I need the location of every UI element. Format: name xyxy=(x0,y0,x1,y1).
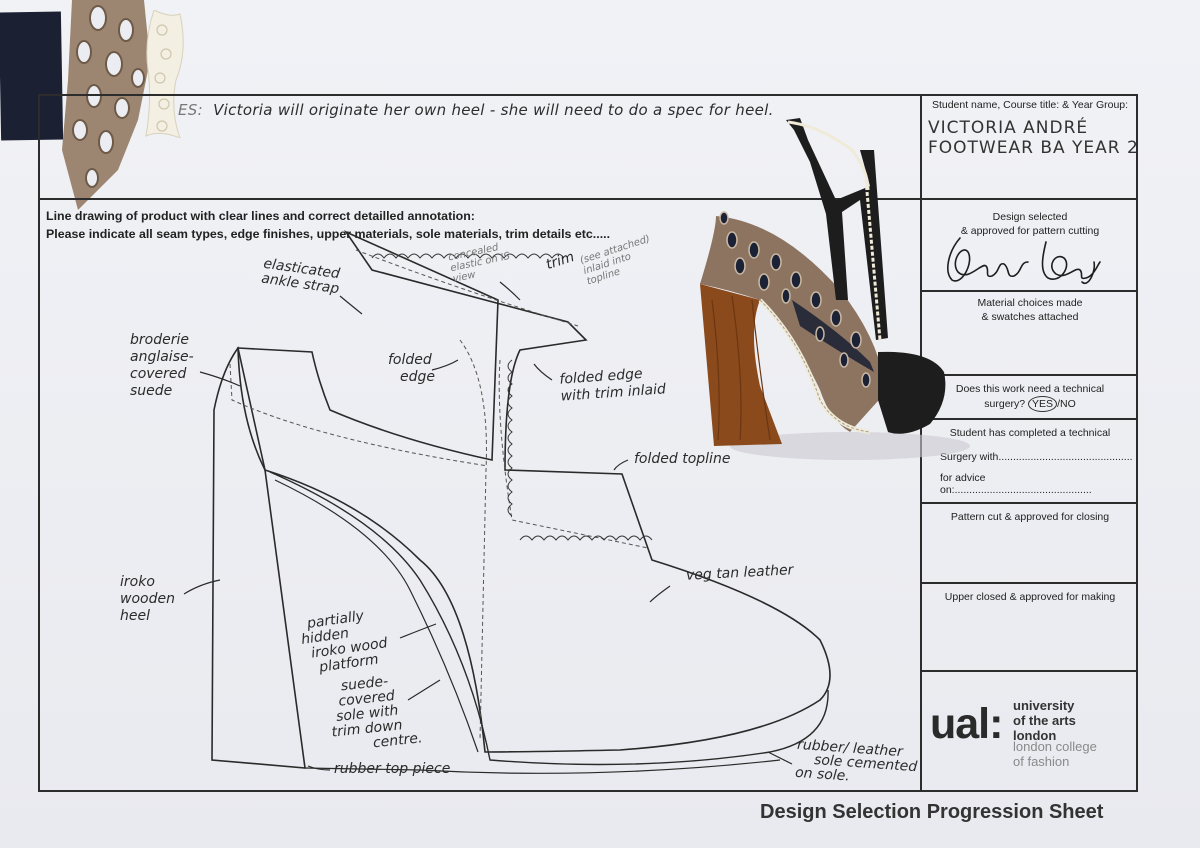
upper-closed-cell: Upper closed & approved for making xyxy=(922,584,1138,672)
completed-label: Student has completed a technical xyxy=(949,427,1111,439)
annotation-suede-sole: suede- covered sole with trim down centr… xyxy=(330,673,424,752)
material-label-1: Material choices made xyxy=(977,297,1083,309)
advice-on-field: for advice on:..........................… xyxy=(940,472,1092,496)
approval-column: Student name, Course title: & Year Group… xyxy=(920,94,1138,792)
sheet-frame xyxy=(38,94,1138,792)
note-prefix: ES xyxy=(178,101,198,119)
yes-answer-circled: YES xyxy=(1028,396,1058,412)
instruction-line-1: Line drawing of product with clear lines… xyxy=(46,209,475,223)
student-name: VICTORIA ANDRÉ FOOTWEAR BA YEAR 2 xyxy=(928,118,1139,158)
heel-outline xyxy=(211,346,306,769)
student-name-line-1: VICTORIA ANDRÉ xyxy=(928,118,1089,138)
ual-logo: ual: xyxy=(930,700,1003,748)
pattern-cut-label: Pattern cut & approved for closing xyxy=(950,511,1110,523)
note-body: Victoria will originate her own heel - s… xyxy=(213,101,774,119)
annotation-folded-topline: folded topline xyxy=(634,451,731,467)
design-selected-label-2: & approved for pattern cutting xyxy=(960,225,1100,237)
approval-signature xyxy=(947,237,1101,285)
technician-note-row xyxy=(38,94,920,200)
technical-question-1: Does this work need a technical xyxy=(955,383,1105,395)
annotation-rubber-sole: rubber/ leather sole cemented on sole. xyxy=(794,736,918,785)
annotation-platform: partially hidden iroko wood platform xyxy=(300,608,389,676)
design-selected-cell: Design selected & approved for pattern c… xyxy=(922,200,1138,292)
broderie-lace-swatch xyxy=(62,0,150,210)
upper-closed-label: Upper closed & approved for making xyxy=(944,591,1116,603)
annotation-iroko-heel: iroko wooden heel xyxy=(120,574,175,624)
technician-note: ES: Victoria will originate her own heel… xyxy=(178,101,774,119)
university-name: university of the arts london xyxy=(1013,698,1076,743)
sheet-title: Design Selection Progression Sheet xyxy=(760,801,1104,823)
student-label: Student name, Course title: & Year Group… xyxy=(931,99,1129,111)
technical-question-2: surgery? xyxy=(984,398,1026,410)
design-selected-label-1: Design selected xyxy=(992,211,1068,223)
upper-outline xyxy=(237,230,831,753)
rendered-shoe-illustration xyxy=(700,118,970,460)
technical-completed-cell: Student has completed a technical Surger… xyxy=(922,420,1138,504)
annotation-rubber-top: rubber top piece xyxy=(334,761,451,777)
surgery-with-field: Surgery with............................… xyxy=(940,451,1133,463)
college-name: london college of fashion xyxy=(1013,739,1097,769)
no-answer: /NO xyxy=(1057,398,1076,410)
pattern-cut-cell: Pattern cut & approved for closing xyxy=(922,504,1138,584)
technical-surgery-cell: Does this work need a technical surgery?… xyxy=(922,376,1138,420)
material-choices-cell: Material choices made & swatches attache… xyxy=(922,292,1138,376)
drawing-instructions: Line drawing of product with clear lines… xyxy=(46,207,610,243)
material-label-2: & swatches attached xyxy=(981,311,1079,323)
crochet-trim-swatch xyxy=(145,10,184,138)
student-info-cell: Student name, Course title: & Year Group… xyxy=(922,94,1138,200)
annotation-folded-edge: folded edge xyxy=(388,352,435,385)
instruction-line-2: Please indicate all seam types, edge fin… xyxy=(46,227,611,241)
student-name-line-2: FOOTWEAR BA YEAR 2 xyxy=(928,138,1139,158)
annotation-broderie: broderie anglaise- covered suede xyxy=(130,332,194,399)
